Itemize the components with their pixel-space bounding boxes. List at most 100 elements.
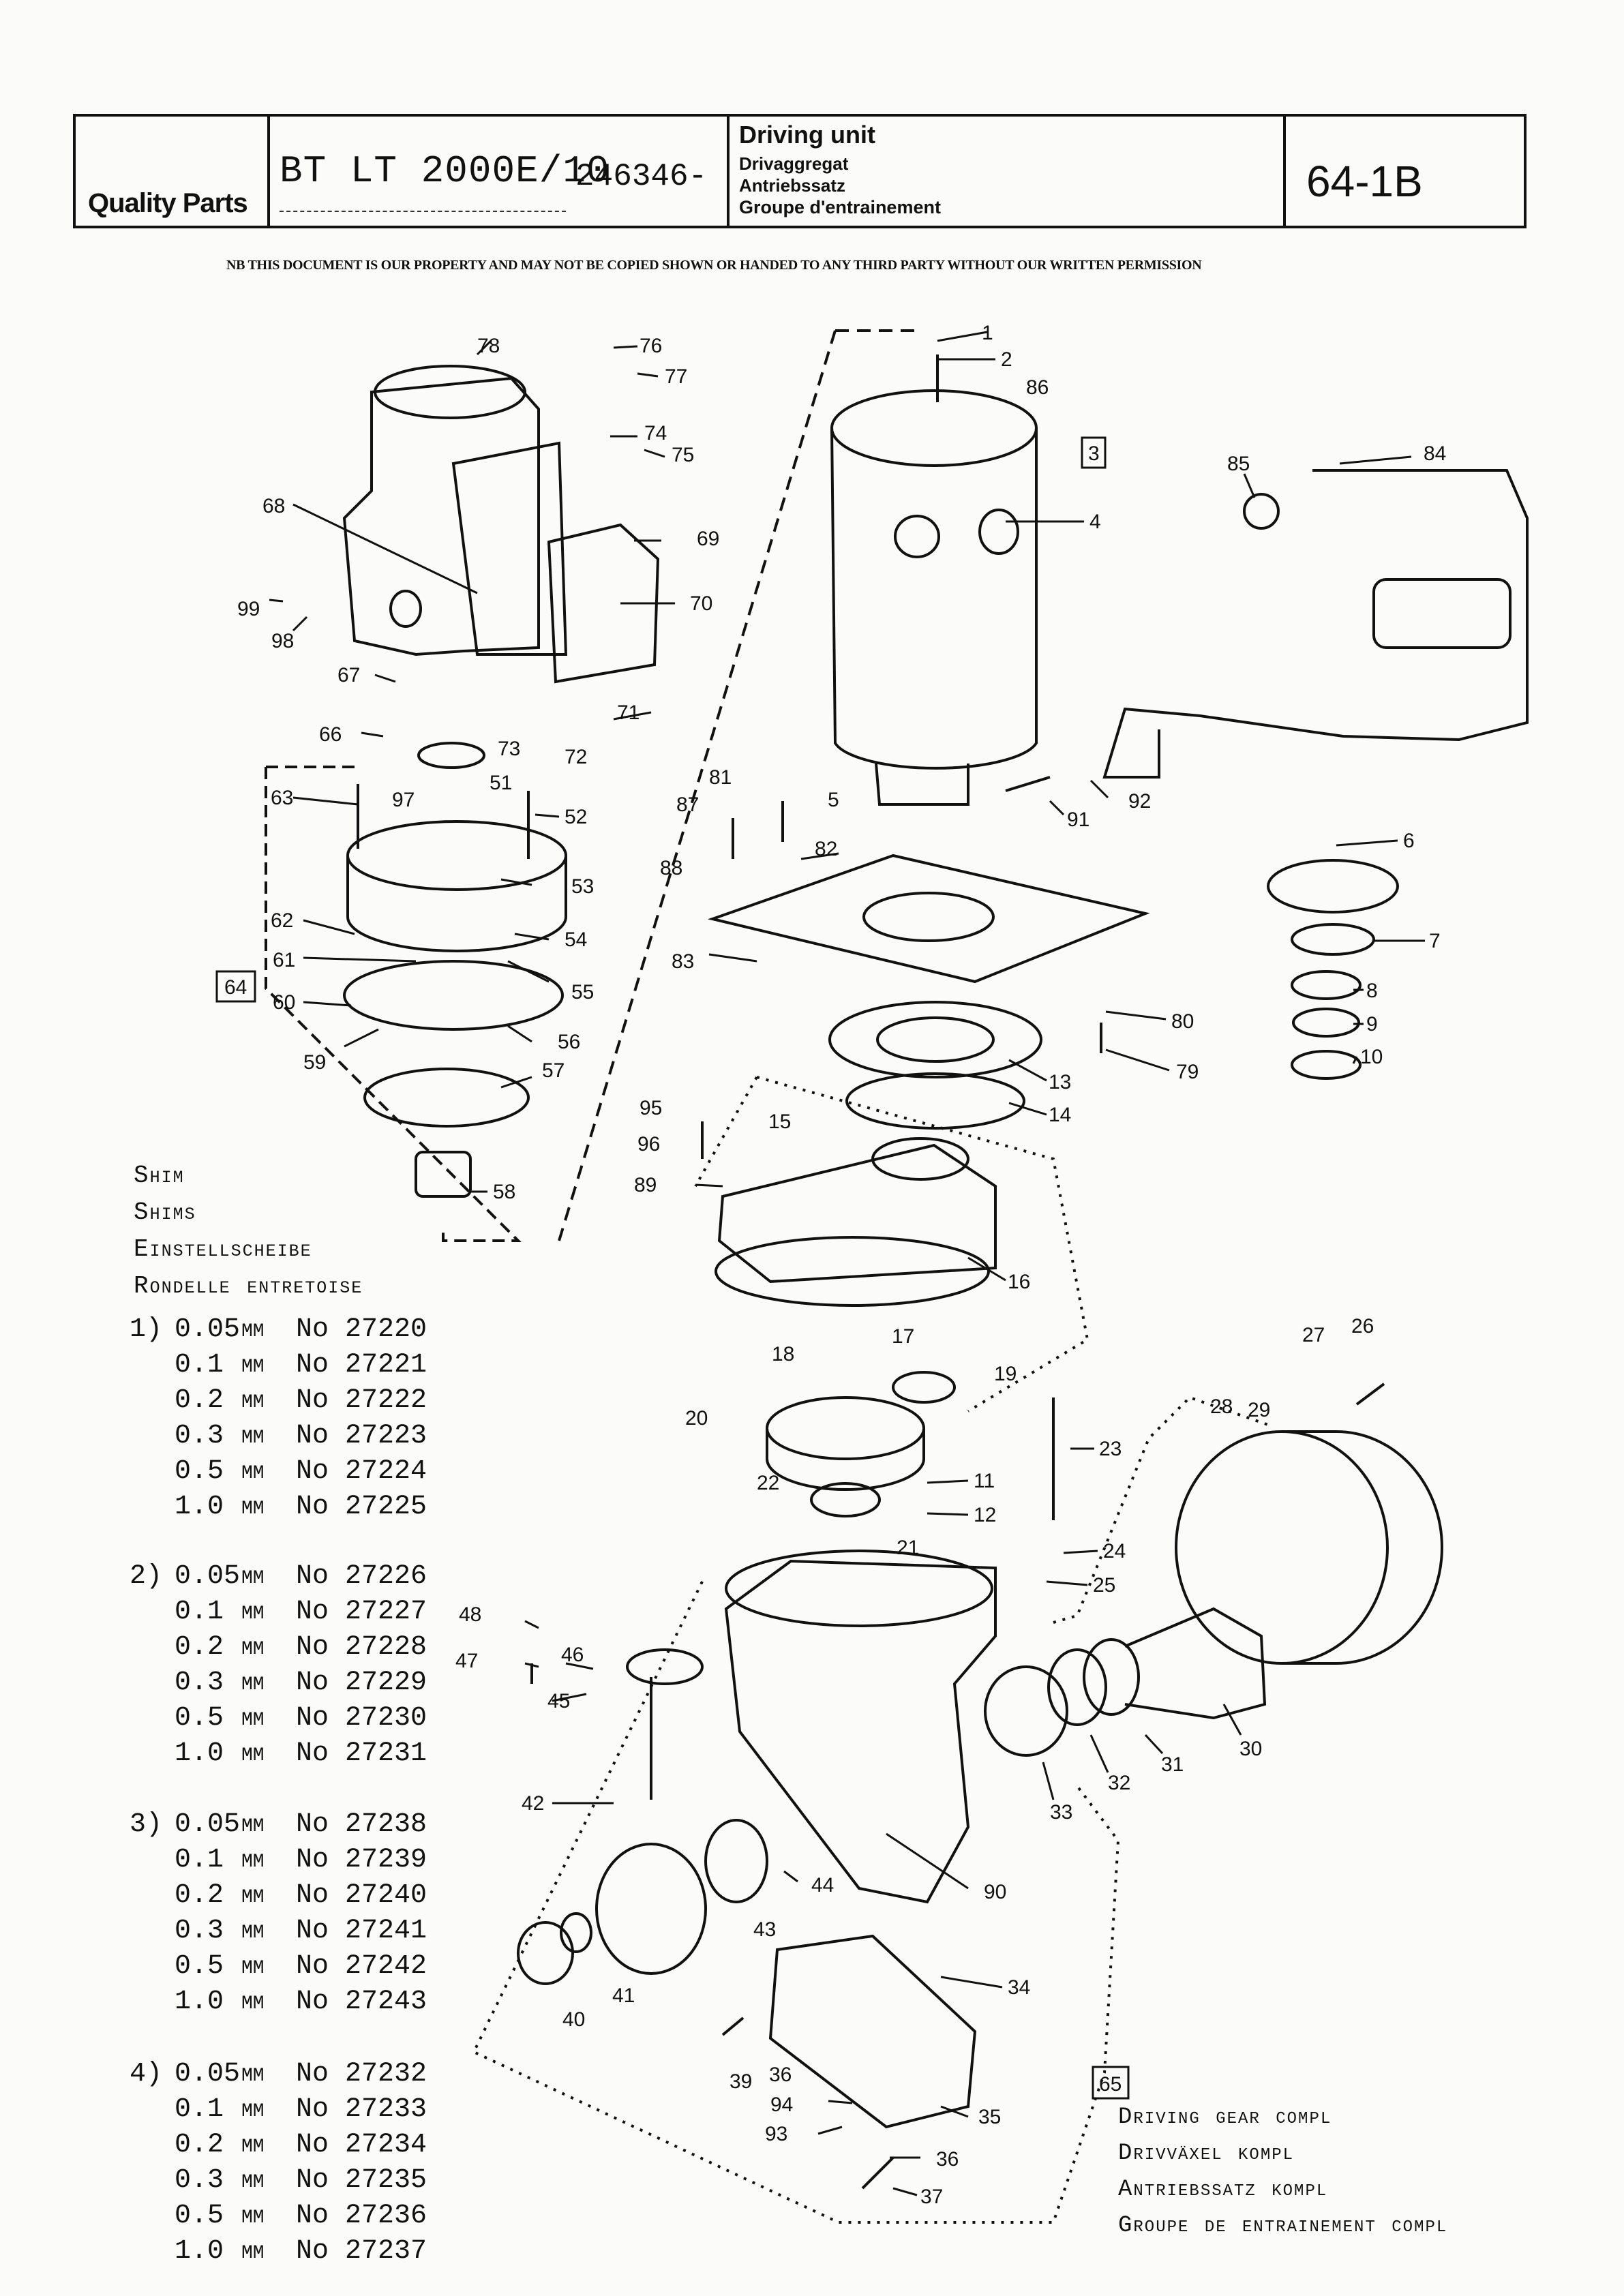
callout-labels: 1 2 4 5 6 7 8 9 10 11 12 13 14 15 16 17 … [237, 322, 1446, 2208]
callout-99: 99 [237, 598, 260, 620]
shim-part-number: No 27222 [296, 1385, 427, 1416]
callout-20: 20 [685, 1407, 708, 1430]
adapter-bore [862, 892, 995, 942]
shim-part-number: No 27231 [296, 1738, 427, 1769]
shim-size: 0.05 [175, 2059, 241, 2089]
callout-74: 74 [644, 422, 667, 444]
callout-88: 88 [660, 857, 682, 879]
callout-45: 45 [547, 1690, 570, 1712]
shim-heading-plural: Shims [134, 1198, 196, 1226]
model-cell: BT LT 2000E/10 246346- [270, 117, 730, 226]
callout-21: 21 [897, 1537, 919, 1559]
shim-no-value: 27231 [345, 1738, 427, 1769]
boxed-references: 3 64 65 [215, 436, 1130, 2100]
title-french: Groupe d'entrainement [739, 197, 941, 217]
washer-41 [560, 1912, 592, 1953]
shim-no-label: No [296, 1809, 329, 1840]
callout-9: 9 [1366, 1013, 1378, 1036]
shim-heading-fr: Rondelle entretoise [134, 1272, 363, 1300]
shim-part-number: No 27224 [296, 1456, 427, 1487]
shim-no-value: 27235 [345, 2165, 427, 2196]
shim-no-label: No [296, 2165, 329, 2196]
callout-67: 67 [337, 664, 360, 686]
callout-36a: 36 [769, 2064, 792, 2086]
shim-unit: MM [241, 2207, 265, 2229]
bolt-39 [721, 2016, 745, 2036]
gearbox-top [725, 1550, 993, 1627]
motor-top [830, 389, 1038, 467]
shim-size: 0.2 [175, 1880, 224, 1911]
motor-window-1 [894, 515, 940, 558]
callout-19: 19 [994, 1363, 1017, 1385]
adapter-plate [707, 854, 1150, 984]
callout-40: 40 [562, 2008, 585, 2031]
shim-no-value: 27226 [345, 1561, 427, 1592]
shim-part-number: No 27226 [296, 1561, 427, 1592]
shim-unit: MM [241, 1745, 265, 1766]
shim-size: 0.5 [175, 1703, 224, 1734]
page-code: 64-1B [1306, 157, 1423, 206]
callout-66: 66 [319, 723, 342, 746]
legend-de: Antriebssatz kompl [1118, 2177, 1328, 2203]
shim-part-number: No 27237 [296, 2236, 427, 2267]
shim-size: 1.0 [175, 1492, 224, 1522]
callout-61: 61 [273, 949, 295, 971]
shim-unit: MM [241, 1922, 265, 1944]
cover-34 [768, 1934, 977, 2129]
callout-5: 5 [828, 789, 839, 811]
chassis-frame [1102, 469, 1529, 779]
shim-size: 0.05 [175, 1561, 241, 1592]
shim-no-label: No [296, 1385, 329, 1416]
callout-46: 46 [561, 1644, 584, 1666]
gear-20-body [766, 1428, 925, 1491]
bolt-26 [1355, 1383, 1385, 1406]
callout-62: 62 [271, 909, 293, 932]
shim-heading: Shim Shims Einstellscheibe Rondelle entr… [134, 1158, 363, 1305]
callout-47: 47 [455, 1650, 478, 1672]
bolt-91 [1005, 776, 1051, 792]
shim-unit: MM [241, 2172, 265, 2193]
shim-size: 0.2 [175, 2130, 224, 2160]
shim-no-label: No [296, 1951, 329, 1982]
callout-12: 12 [974, 1504, 996, 1526]
motor-dash-frame [558, 329, 919, 1241]
callout-11: 11 [974, 1470, 995, 1492]
bearing-9 [1292, 1008, 1360, 1038]
callout-93: 93 [765, 2123, 787, 2145]
callout-63: 63 [271, 787, 293, 809]
circlip-10 [1291, 1050, 1362, 1080]
brake-housing [342, 376, 540, 656]
shim-no-value: 27220 [345, 1314, 427, 1345]
callout-7: 7 [1429, 930, 1441, 952]
bevel-gear-42 [595, 1843, 707, 1975]
callout-83: 83 [672, 950, 694, 973]
shim-no-label: No [296, 1597, 329, 1627]
leader-lines [269, 331, 1425, 2196]
shim-part-number: No 27236 [296, 2201, 427, 2231]
shim-size: 0.05 [175, 1314, 241, 1345]
box-ref-64-label: 64 [224, 976, 247, 999]
callout-91: 91 [1067, 809, 1089, 831]
callout-35: 35 [978, 2106, 1001, 2128]
shim-size: 0.1 [175, 1845, 224, 1875]
callout-6: 6 [1403, 830, 1415, 852]
shim-size: 0.3 [175, 1916, 224, 1946]
shim-no-label: No [296, 1314, 329, 1345]
shim-unit: MM [241, 2066, 265, 2087]
callout-94: 94 [770, 2094, 793, 2116]
drawing-linework [265, 329, 1529, 2224]
bearing-flange [828, 1001, 1042, 1078]
shim-part-number: No 27221 [296, 1350, 427, 1380]
shim-unit: MM [241, 1321, 265, 1342]
oil-seal-6 [1267, 859, 1399, 913]
shim-no-label: No [296, 1916, 329, 1946]
shim-index: 3) [130, 1809, 163, 1840]
brake-bracket [451, 441, 568, 656]
callout-85: 85 [1227, 453, 1250, 475]
shim-part-number: No 27239 [296, 1845, 427, 1875]
shim-part-number: No 27232 [296, 2059, 427, 2089]
shim-part-number: No 27235 [296, 2165, 427, 2196]
assembly-legend: Driving gear compl Drivväxel kompl Antri… [1118, 2100, 1447, 2244]
callout-82: 82 [815, 838, 837, 860]
box-ref-3 [1081, 436, 1107, 469]
